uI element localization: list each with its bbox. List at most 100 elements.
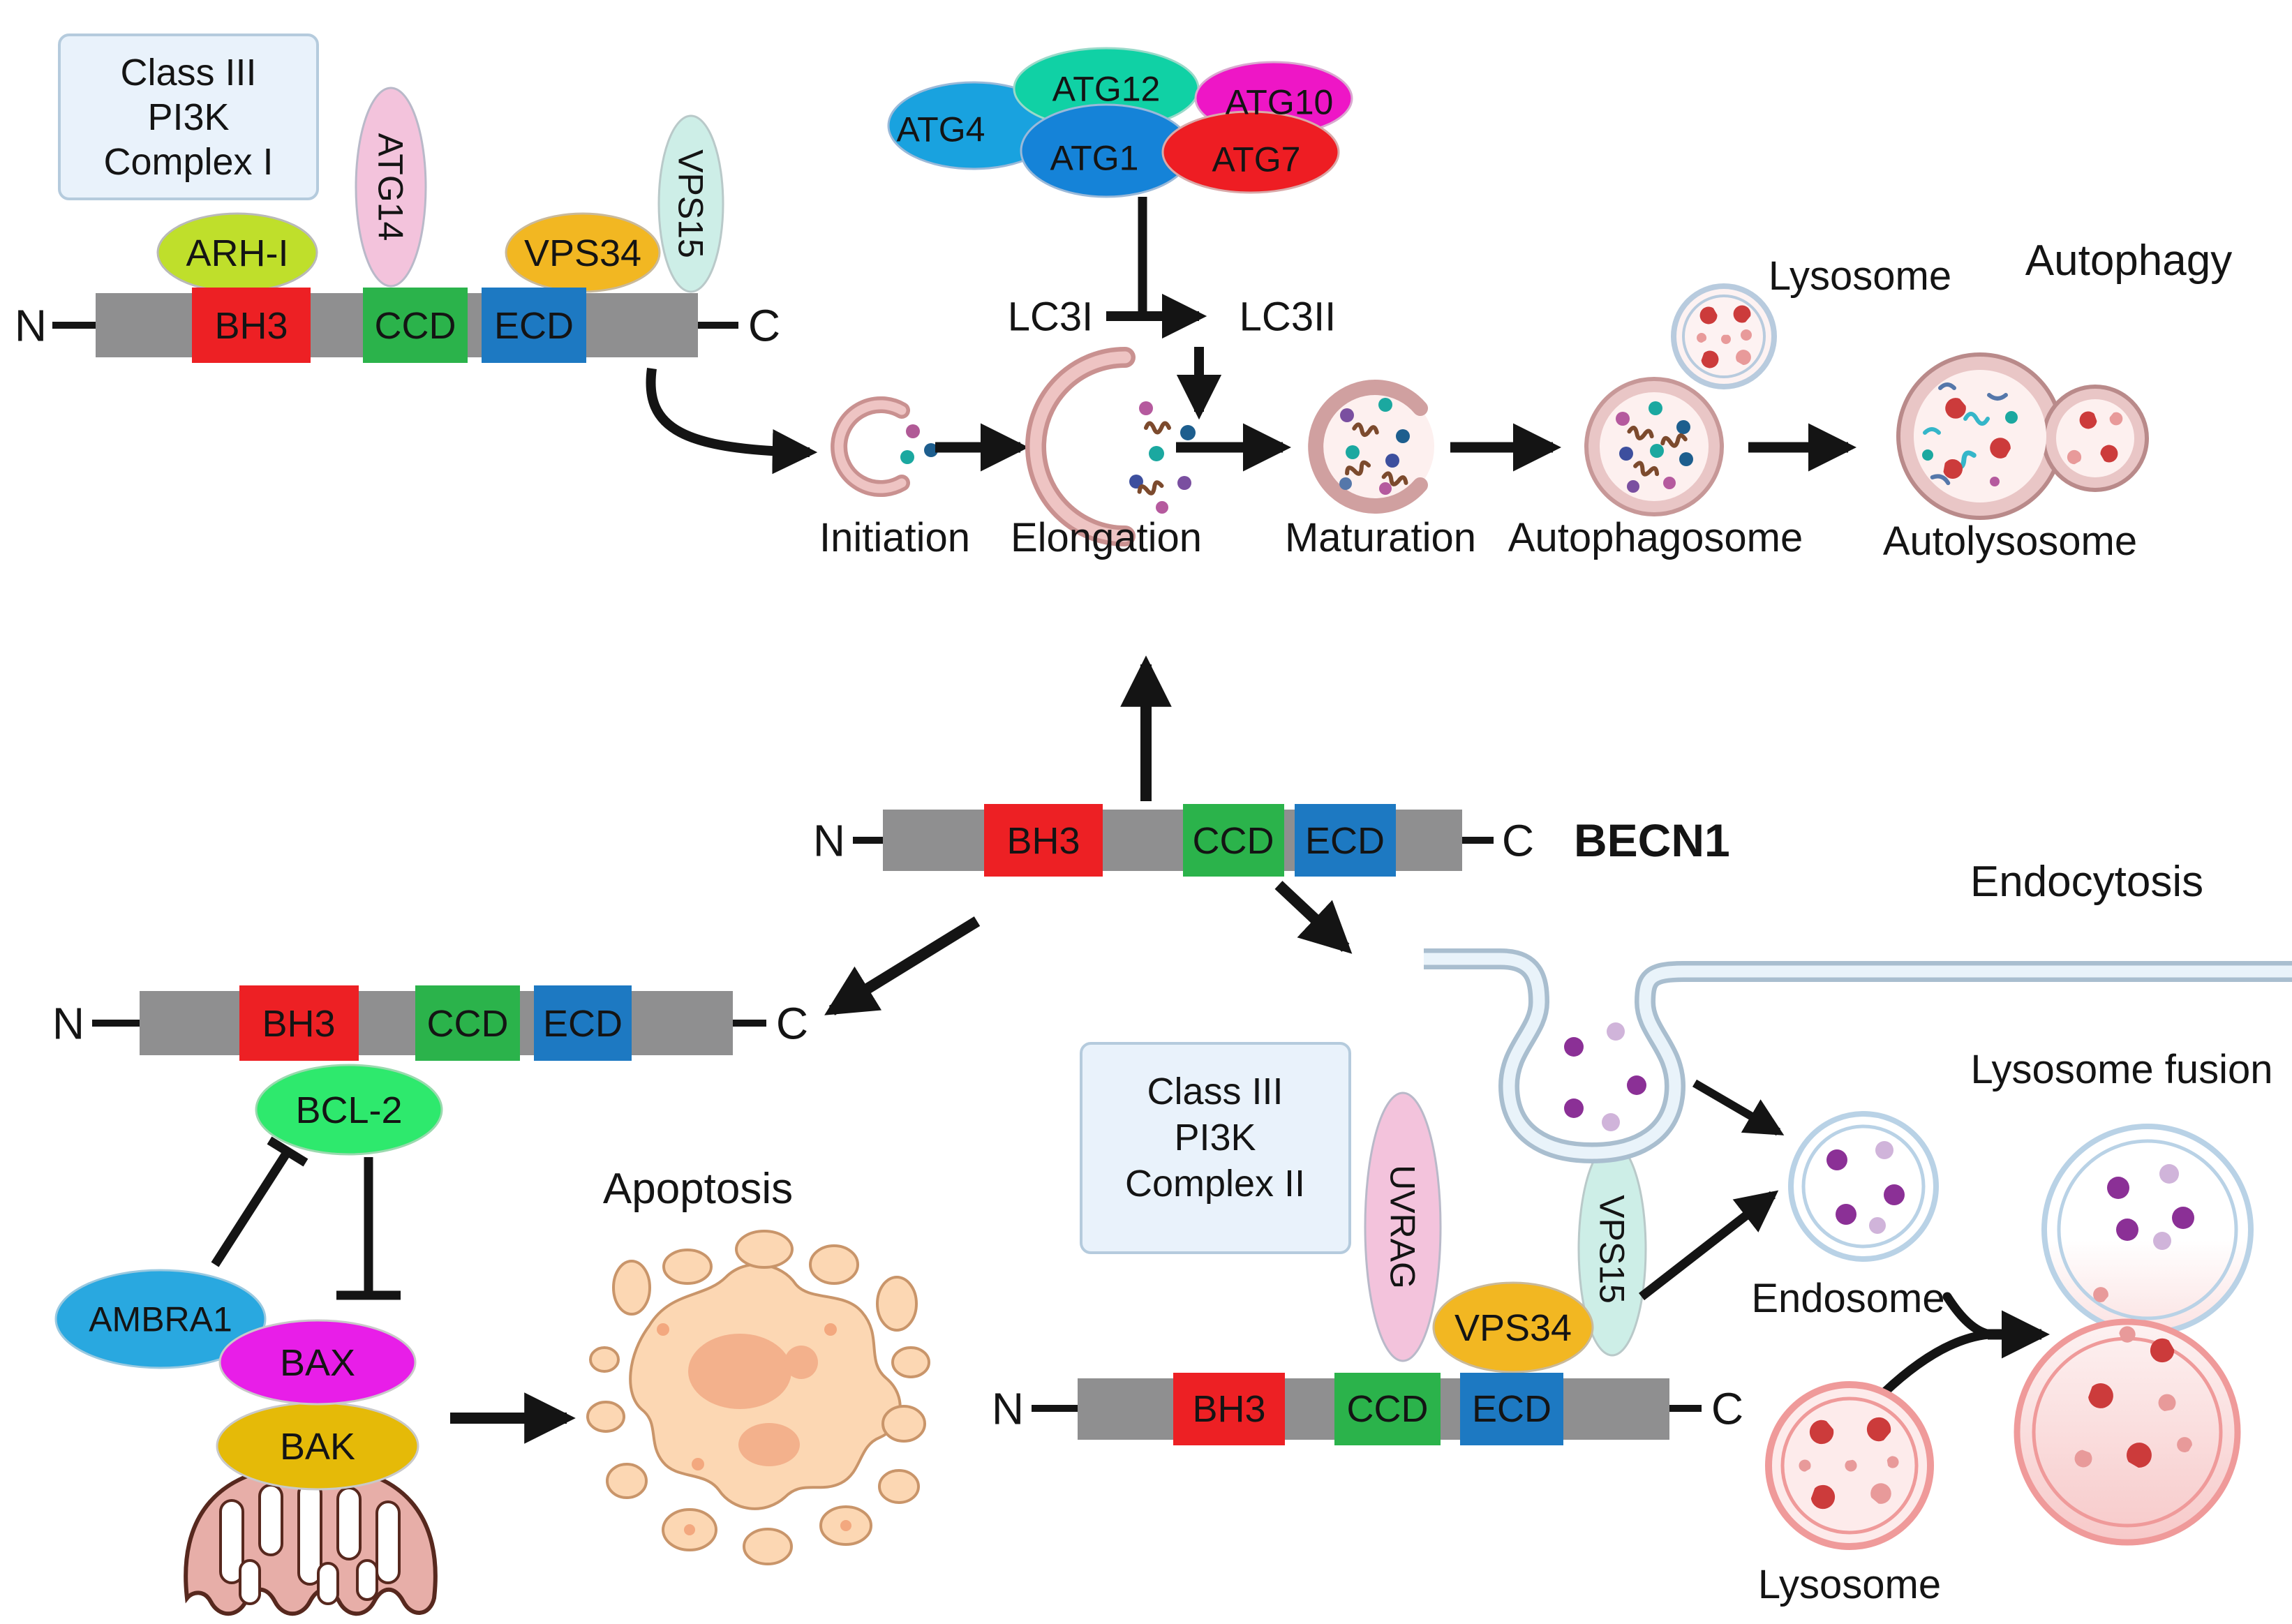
bh3-domain-block (984, 804, 1103, 877)
atg4-label: ATG4 (897, 110, 985, 149)
complex2-section: Class III PI3K Complex II UVRAG VPS15 VP… (992, 1042, 1779, 1445)
complex1-box-line2: PI3K (147, 96, 229, 138)
c-terminus: C (1502, 815, 1534, 865)
ccd-domain-block (363, 288, 468, 363)
lysosome-blue-icon (1671, 283, 1777, 389)
bh3-label: BH3 (1192, 1388, 1265, 1430)
vps15-label-2: VPS15 (1593, 1195, 1632, 1304)
stage-autophagosome-label: Autophagosome (1508, 515, 1803, 560)
complex2-protein-bar: N C BH3 CCD ECD (992, 1373, 1743, 1445)
autophagy-title: Autophagy (2025, 237, 2232, 285)
ecd-label: ECD (494, 305, 574, 347)
complex2-to-endosome-arrow (1639, 1190, 1779, 1301)
c-terminus: C (1711, 1383, 1743, 1433)
ccd-domain-block (1334, 1373, 1441, 1445)
ambra1-label: AMBRA1 (89, 1300, 232, 1339)
autophagy-pathway-section: Autophagy (646, 237, 2232, 564)
ecd-domain-block (482, 288, 586, 363)
c-terminus: C (748, 300, 780, 350)
atg12-label: ATG12 (1052, 70, 1161, 109)
becn1-gene-label: BECN1 (1574, 814, 1730, 866)
endocytosis-section: Endocytosis Endosome Lysosome fusion (1424, 858, 2292, 1607)
bax-protein (218, 1319, 417, 1406)
uvrag-protein (1364, 1092, 1442, 1362)
elongation-vesicle-icon (1025, 347, 1196, 546)
endosome-fusion-branch-line (1942, 1292, 1995, 1339)
vps34-label-1: VPS34 (524, 232, 641, 274)
lc3i-label: LC3I (1008, 294, 1094, 339)
plasma-membrane-icon (1424, 948, 2292, 1164)
lysosome-fusion-label: Lysosome fusion (1970, 1047, 2272, 1092)
becn1-to-endocytosis-arrow (1274, 881, 1353, 954)
stage-maturation-label: Maturation (1285, 515, 1476, 560)
complex1-box-line3: Complex I (103, 141, 273, 183)
becn1-protein-bar: N C BH3 CCD ECD BECN1 (813, 804, 1730, 877)
bak-label: BAK (280, 1426, 355, 1468)
bh3-label: BH3 (214, 305, 288, 347)
ambra1-protein (54, 1269, 267, 1369)
ccd-label: CCD (1193, 820, 1274, 862)
ccd-label: CCD (427, 1003, 509, 1045)
autolysosome-icon (1896, 352, 2149, 520)
ecd-domain-block (1460, 1373, 1563, 1445)
becn1-to-apoptosis-arrow (824, 916, 981, 1015)
ecd-domain-block (534, 985, 632, 1061)
ccd-domain-block (1183, 804, 1284, 877)
vps15-protein-1 (657, 114, 724, 293)
n-terminus: N (992, 1383, 1024, 1433)
atg7-protein (1161, 110, 1340, 194)
atg7-label: ATG7 (1212, 140, 1301, 179)
ccd-label: CCD (1347, 1388, 1429, 1430)
complex2-box-line2: PI3K (1174, 1117, 1256, 1159)
vps15-label-1: VPS15 (671, 149, 710, 258)
lc3ii-label: LC3II (1240, 294, 1337, 339)
stage-elongation-label: Elongation (1011, 515, 1202, 560)
bax-label: BAX (280, 1342, 355, 1384)
atg14-label: ATG14 (371, 133, 410, 241)
apoptosis-protein-bar: N C BH3 CCD ECD (52, 985, 808, 1061)
ambra1-bcl2-inhibition-line (211, 1149, 292, 1267)
complex2-box-line3: Complex II (1125, 1163, 1305, 1205)
endosome-lysosome-fusion-icon (2014, 1124, 2254, 1546)
bh3-domain-block (192, 288, 311, 363)
atg14-protein (355, 87, 427, 288)
apoptotic-cell-icon (586, 1230, 930, 1565)
lysosome-red-icon (1765, 1381, 1934, 1550)
lysosome-blue-label: Lysosome (1769, 253, 1951, 299)
bcl2-label: BCL-2 (295, 1089, 402, 1131)
mitochondrion-icon (184, 1463, 438, 1616)
atg1-label: ATG1 (1050, 139, 1139, 178)
autophagosome-icon (1584, 377, 1724, 516)
ecd-label: ECD (1305, 820, 1385, 862)
apoptosis-title: Apoptosis (603, 1165, 793, 1213)
lysosome-red-label: Lysosome (1758, 1562, 1941, 1607)
initiation-vesicle-icon (831, 396, 938, 497)
endocytosis-title: Endocytosis (1970, 858, 2203, 906)
stage-initiation-label: Initiation (819, 515, 970, 560)
complex1-box-line1: Class III (120, 52, 256, 94)
ecd-domain-block (1295, 804, 1396, 877)
complex1-to-initiation-arrow (646, 368, 818, 475)
ambra1-bcl2-inhibition-cap (267, 1136, 308, 1167)
bh3-domain-block (1173, 1373, 1285, 1445)
atg-conjugation-section: ATG4 ATG12 ATG10 ATG1 ATG7 LC3I LC3II (887, 47, 1353, 420)
ccd-label: CCD (375, 305, 456, 347)
becn1-section: N C BH3 CCD ECD BECN1 (813, 655, 1730, 1015)
complex1-box (58, 33, 319, 200)
pit-to-endosome-arrow (1692, 1079, 1785, 1136)
vps34-protein-2 (1432, 1281, 1594, 1373)
stage-autolysosome-label: Autolysosome (1883, 519, 2137, 564)
n-terminus: N (52, 998, 84, 1048)
ccd-domain-block (415, 985, 520, 1061)
atg10-label: ATG10 (1226, 83, 1334, 122)
complex1-protein-bar: N C BH3 CCD ECD (15, 288, 780, 363)
n-terminus: N (15, 300, 47, 350)
n-terminus: N (813, 815, 845, 865)
bh3-domain-block (239, 985, 359, 1061)
apoptosis-section: N C BH3 CCD ECD BCL-2 AMBRA1 BAK BAX Apo… (52, 985, 930, 1616)
complex1-section: Class III PI3K Complex I ATG14 VPS15 ARH… (15, 33, 780, 363)
c-terminus: C (776, 998, 808, 1048)
bcl2-protein (255, 1064, 443, 1156)
lysosome-fusion-branch-line (1880, 1329, 1994, 1397)
